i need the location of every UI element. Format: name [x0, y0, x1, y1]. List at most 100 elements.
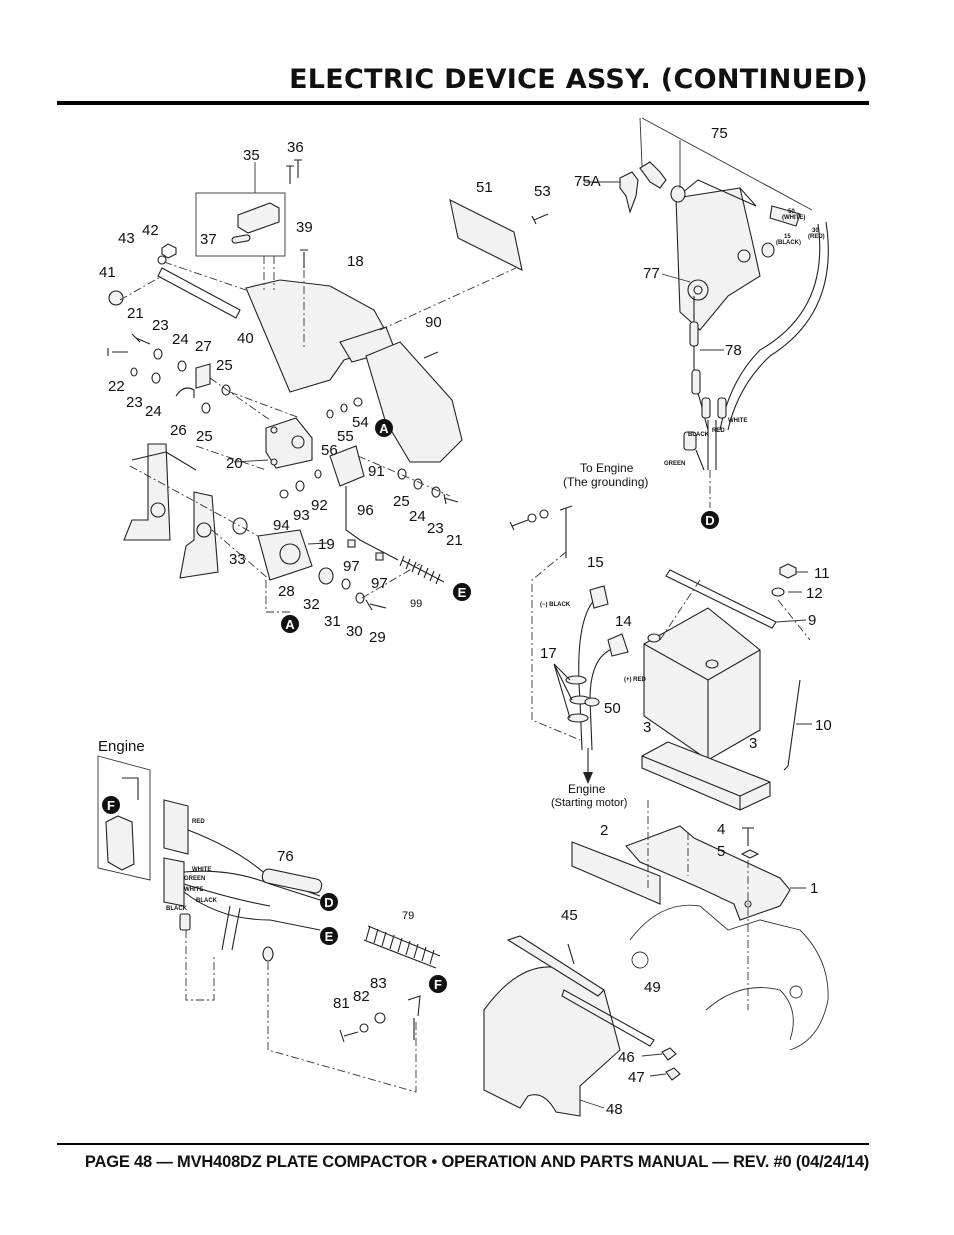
cover-plate — [449, 198, 523, 272]
callout-21b: 21 — [446, 532, 463, 549]
switch-part — [329, 445, 365, 487]
ref-marker-f: F — [429, 975, 447, 993]
note-to-engine: To Engine — [580, 461, 634, 475]
callout-75: 75 — [711, 125, 728, 142]
ref-marker-f: F — [102, 796, 120, 814]
svg-text:(BLACK): (BLACK) — [776, 240, 801, 246]
callout-22: 22 — [108, 378, 125, 395]
svg-text:F: F — [107, 798, 115, 813]
callout-77: 77 — [643, 265, 660, 282]
svg-text:BLACK: BLACK — [196, 898, 218, 904]
cap-part — [237, 202, 280, 234]
callout-46: 46 — [618, 1049, 635, 1066]
svg-text:WHITE: WHITE — [728, 418, 747, 424]
note-engine-bottom: Engine — [568, 782, 606, 796]
callout-47: 47 — [628, 1069, 645, 1086]
callout-37: 37 — [200, 231, 217, 248]
callout-15: 15 — [587, 554, 604, 571]
callout-50: 50 — [604, 700, 621, 717]
callout-9: 9 — [808, 612, 816, 629]
ref-marker-a: A — [375, 419, 393, 437]
note-grounding: (The grounding) — [563, 475, 648, 489]
callout-31: 31 — [324, 613, 341, 630]
note-starting-motor: (Starting motor) — [551, 797, 627, 809]
callout-99: 99 — [410, 598, 422, 610]
callout-5: 5 — [717, 843, 725, 860]
callout-75a: 75A — [574, 173, 601, 190]
callout-11: 11 — [814, 565, 830, 582]
callout-90: 90 — [425, 314, 442, 331]
callout-54: 54 — [352, 414, 369, 431]
note-negative-black: (−) BLACK — [540, 602, 571, 608]
callout-97b: 97 — [371, 575, 388, 592]
svg-text:50: 50 — [788, 209, 795, 215]
callout-23c: 23 — [427, 520, 444, 537]
callout-41: 41 — [99, 264, 116, 281]
callout-25c: 25 — [393, 493, 410, 510]
svg-text:RED: RED — [712, 428, 725, 434]
callout-24c: 24 — [409, 508, 426, 525]
callout-45: 45 — [561, 907, 578, 924]
svg-text:WHITE: WHITE — [192, 867, 211, 873]
callout-42: 42 — [142, 222, 159, 239]
mount-bracket-left — [123, 443, 171, 541]
callout-33: 33 — [229, 551, 246, 568]
ref-marker-d: D — [701, 511, 719, 529]
callout-40: 40 — [237, 330, 254, 347]
callout-81: 81 — [333, 995, 350, 1012]
callout-10: 10 — [815, 717, 832, 734]
callout-4: 4 — [717, 821, 725, 838]
ref-marker-a: A — [281, 615, 299, 633]
callout-53: 53 — [534, 183, 551, 200]
callout-79: 79 — [402, 910, 414, 922]
svg-text:BLACK: BLACK — [166, 906, 188, 912]
page-title: ELECTRIC DEVICE ASSY. (CONTINUED) — [289, 64, 868, 95]
callout-23a: 23 — [152, 317, 169, 334]
callout-92: 92 — [311, 497, 328, 514]
key-bracket — [675, 187, 761, 331]
callout-56: 56 — [321, 442, 338, 459]
svg-text:RED: RED — [192, 819, 205, 825]
callout-49: 49 — [644, 979, 661, 996]
callout-19: 19 — [318, 536, 335, 553]
ref-marker-e: E — [453, 583, 471, 601]
callout-25b: 25 — [196, 428, 213, 445]
callout-box — [195, 192, 286, 257]
callout-12: 12 — [806, 585, 823, 602]
ref-marker-d: D — [320, 893, 338, 911]
svg-text:(RED): (RED) — [808, 234, 825, 240]
wire-tags: 50 (WHITE) 30 (RED) 15 (BLACK) WHITE BLA… — [166, 209, 825, 912]
callout-14: 14 — [615, 613, 632, 630]
callout-17: 17 — [540, 645, 557, 662]
svg-text:F: F — [434, 977, 442, 992]
callout-26: 26 — [170, 422, 187, 439]
corrugated-tube — [363, 925, 441, 969]
callout-24b: 24 — [145, 403, 162, 420]
callout-20: 20 — [226, 455, 243, 472]
callout-23b: 23 — [126, 394, 143, 411]
callout-3b: 3 — [749, 735, 757, 752]
callout-83: 83 — [370, 975, 387, 992]
callout-51: 51 — [476, 179, 493, 196]
svg-text:BLACK: BLACK — [688, 432, 710, 438]
callout-97a: 97 — [343, 558, 360, 575]
callout-28: 28 — [278, 583, 295, 600]
key-icon — [619, 171, 639, 214]
spring-part — [399, 555, 445, 585]
callout-94: 94 — [273, 517, 290, 534]
footer-rule — [57, 1143, 869, 1145]
svg-text:E: E — [325, 929, 334, 944]
callout-93: 93 — [293, 507, 310, 524]
callout-96: 96 — [357, 502, 374, 519]
callout-27: 27 — [195, 338, 212, 355]
svg-text:GREEN: GREEN — [184, 876, 205, 882]
callout-labels: 35 36 37 39 18 51 53 75 75A 77 78 43 42 … — [99, 125, 832, 1118]
callout-1: 1 — [810, 880, 818, 897]
callout-91: 91 — [368, 463, 385, 480]
svg-text:30: 30 — [812, 228, 819, 234]
callout-48: 48 — [606, 1101, 623, 1118]
callout-76: 76 — [277, 848, 294, 865]
callout-24a: 24 — [172, 331, 189, 348]
callout-32: 32 — [303, 596, 320, 613]
